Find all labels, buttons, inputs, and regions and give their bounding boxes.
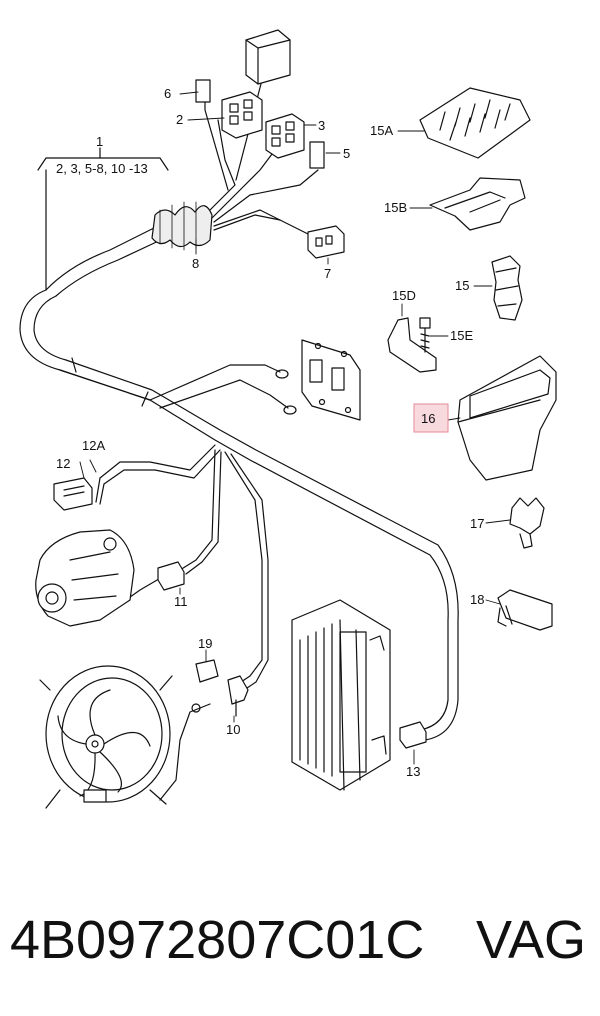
relay-holder-2 xyxy=(221,91,263,139)
group-bracket xyxy=(37,147,169,291)
caption-bar: 4B0972807C01C VAG xyxy=(0,890,600,990)
relay-plate-15a xyxy=(419,87,531,159)
connector-12 xyxy=(53,477,93,511)
callout-12a: 12A xyxy=(82,438,105,453)
cover-16 xyxy=(457,355,557,481)
callout-3: 3 xyxy=(318,118,325,133)
callout-17: 17 xyxy=(470,516,484,531)
callout-11: 11 xyxy=(174,594,188,609)
callout-19: 19 xyxy=(198,636,212,651)
clip-19 xyxy=(195,659,219,683)
bolt-15e xyxy=(419,317,431,353)
cooling-fan xyxy=(39,665,173,809)
fan-wire xyxy=(159,703,211,801)
branch-12 xyxy=(95,444,221,505)
callout-8: 8 xyxy=(192,256,199,271)
callout-18: 18 xyxy=(470,592,484,607)
bracket-15d xyxy=(387,317,437,373)
connector-7 xyxy=(307,225,345,259)
connector-13 xyxy=(399,721,427,749)
compressor xyxy=(35,529,135,627)
callout-7: 7 xyxy=(324,266,331,281)
callout-15: 15 xyxy=(455,278,469,293)
sensor-10 xyxy=(227,675,249,717)
callout-15d: 15D xyxy=(392,288,416,303)
callout-12: 12 xyxy=(56,456,70,471)
brand-name: VAG xyxy=(475,910,586,970)
connector-5 xyxy=(309,141,325,169)
relay-holder-3 xyxy=(265,113,305,159)
relay-top xyxy=(245,29,291,85)
callout-16: 16 xyxy=(421,411,435,426)
callout-1-range: 2, 3, 5-8, 10 -13 xyxy=(56,161,148,176)
clip-18 xyxy=(497,589,553,631)
parts-diagram: 1 2, 3, 5-8, 10 -13 2 3 5 6 7 8 10 11 12… xyxy=(19,29,557,809)
callout-1: 1 xyxy=(96,134,103,149)
highlight-box-16 xyxy=(413,403,449,433)
callouts: 1 2, 3, 5-8, 10 -13 2 3 5 6 7 8 10 11 12… xyxy=(56,86,484,779)
bracket-15b xyxy=(429,177,526,231)
leader-lines xyxy=(79,91,511,765)
callout-15b: 15B xyxy=(384,200,407,215)
clip-15 xyxy=(491,255,523,321)
callout-13: 13 xyxy=(406,764,420,779)
callout-6: 6 xyxy=(164,86,171,101)
rubber-boot xyxy=(151,201,213,251)
callout-10: 10 xyxy=(226,722,240,737)
callout-2: 2 xyxy=(176,112,183,127)
callout-15a: 15A xyxy=(370,123,393,138)
condenser xyxy=(291,599,391,791)
holder-17 xyxy=(509,497,545,549)
ground-wires xyxy=(149,364,297,415)
ground-plate xyxy=(301,339,361,421)
branch-10 xyxy=(224,451,269,691)
callout-5: 5 xyxy=(343,146,350,161)
connector-11 xyxy=(157,561,185,591)
main-harness xyxy=(19,224,459,741)
part-number: 4B0972807C01C xyxy=(10,910,425,970)
callout-15e: 15E xyxy=(450,328,473,343)
connector-6 xyxy=(195,79,211,103)
